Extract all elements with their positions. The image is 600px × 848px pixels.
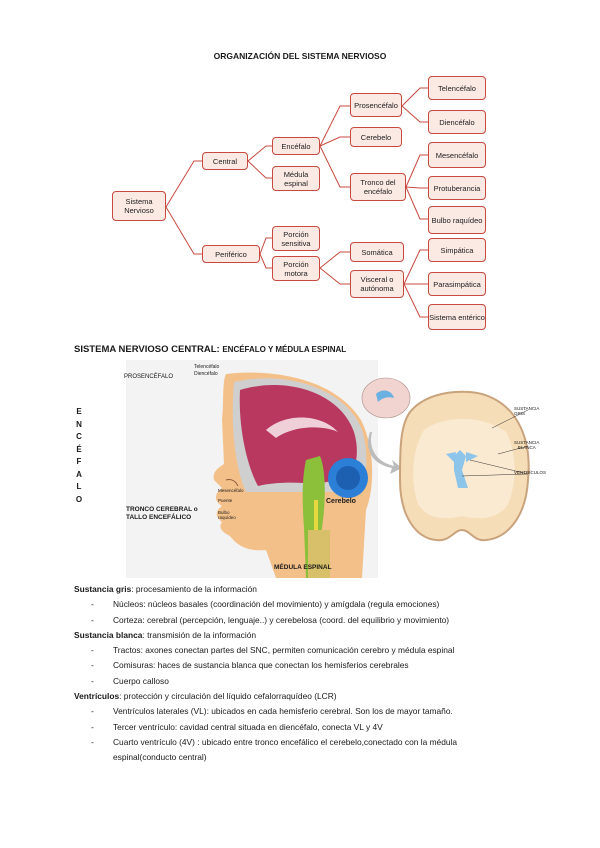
mesencefalo-label: Mesencéfalo: [218, 488, 244, 493]
node-encefalo: Encéfalo: [272, 137, 320, 155]
coronal-section-illustration: [361, 377, 530, 542]
node-sensitiva: Porción sensitiva: [272, 226, 320, 251]
section-heading-main: SISTEMA NERVIOSO CENTRAL:: [74, 344, 220, 355]
medula-label: MÉDULA ESPINAL: [274, 564, 332, 571]
telencefalo-label: Telencéfalo: [194, 364, 220, 370]
node-somatica: Somática: [350, 242, 404, 262]
list-item: -Corteza: cerebral (percepción, lenguaje…: [91, 614, 450, 625]
list-item: -Ventrículos laterales (VL): ubicados en…: [91, 706, 453, 717]
node-parasimpatica: Parasimpática: [428, 272, 486, 296]
node-medula: Médula espinal: [272, 166, 320, 191]
node-simpatica: Simpática: [428, 238, 486, 262]
list-item: -Núcleos: núcleos basales (coordinación …: [91, 599, 440, 610]
sustancia-gris-label: SUSTANCIA GRIS: [514, 406, 540, 416]
node-visceral: Visceral o autónoma: [350, 270, 404, 298]
node-telencefalo: Telencéfalo: [428, 76, 486, 100]
puente-label: Puente: [218, 498, 233, 503]
prosencefalo-label: PROSENCÉFALO: [124, 374, 174, 380]
body-text: Sustancia gris: procesamiento de la info…: [74, 582, 564, 766]
node-periferico: Periférico: [202, 245, 260, 263]
node-mesencefalo: Mesencéfalo: [428, 142, 486, 168]
section-heading-sub: ENCÉFALO Y MÉDULA ESPINAL: [222, 345, 347, 354]
sustancia-blanca-label: SUSTANCIA BLANCA: [514, 440, 540, 450]
node-sistema-nervioso: Sistema Nervioso: [112, 191, 166, 221]
node-motora: Porción motora: [272, 256, 320, 281]
list-item: -Cuerpo calloso: [91, 675, 169, 686]
list-item: -Tractos: axones conectan partes del SNC…: [91, 645, 455, 656]
cerebelo-label: Cerebelo: [326, 498, 356, 505]
node-diencefalo: Diencéfalo: [428, 110, 486, 134]
list-item: -Comisuras: haces de sustancia blanca qu…: [91, 660, 409, 671]
head-sagittal-illustration: [126, 360, 378, 578]
bulbo-label: Bulbo raquídeo: [218, 510, 236, 520]
ventriculos-label: VENTRÍCULOS: [514, 470, 547, 475]
tree-connectors: [165, 87, 428, 318]
page-title: ORGANIZACIÓN DEL SISTEMA NERVIOSO: [213, 51, 387, 61]
sustancia-blanca-heading: Sustancia blanca: transmisión de la info…: [74, 629, 257, 640]
node-tronco: Tronco del encéfalo: [350, 173, 406, 201]
node-protuberancia: Protuberancia: [428, 176, 486, 200]
node-bulbo: Bulbo raquídeo: [428, 206, 486, 234]
nervous-system-tree: Sistema Nervioso Central Periférico Encé…: [108, 66, 518, 332]
ventriculos-heading: Ventrículos: protección y circulación de…: [74, 691, 337, 702]
node-enterico: Sistema entérico: [428, 304, 486, 330]
list-item: -Tercer ventrículo: cavidad central situ…: [91, 721, 383, 732]
brain-figure: E N C É F A L O PROSENCÉFALO Telencéfalo…: [74, 356, 546, 580]
sustancia-gris-heading: Sustancia gris: procesamiento de la info…: [74, 584, 257, 594]
list-item: -Cuarto ventrículo (4V) : ubicado entre …: [91, 736, 458, 747]
node-prosencefalo: Prosencéfalo: [350, 93, 402, 117]
encefalo-vertical-label: E N C É F A L O: [75, 407, 83, 504]
diencefalo-label: Diencéfalo: [194, 371, 218, 377]
section-heading: SISTEMA NERVIOSO CENTRAL: ENCÉFALO Y MÉD…: [74, 344, 346, 355]
node-cerebelo: Cerebelo: [350, 127, 402, 147]
tronco-label: TRONCO CEREBRAL o TALLO ENCEFÁLICO: [126, 506, 198, 521]
list-item-continuation: espinal(conducto central): [113, 752, 207, 763]
node-central: Central: [202, 152, 248, 170]
